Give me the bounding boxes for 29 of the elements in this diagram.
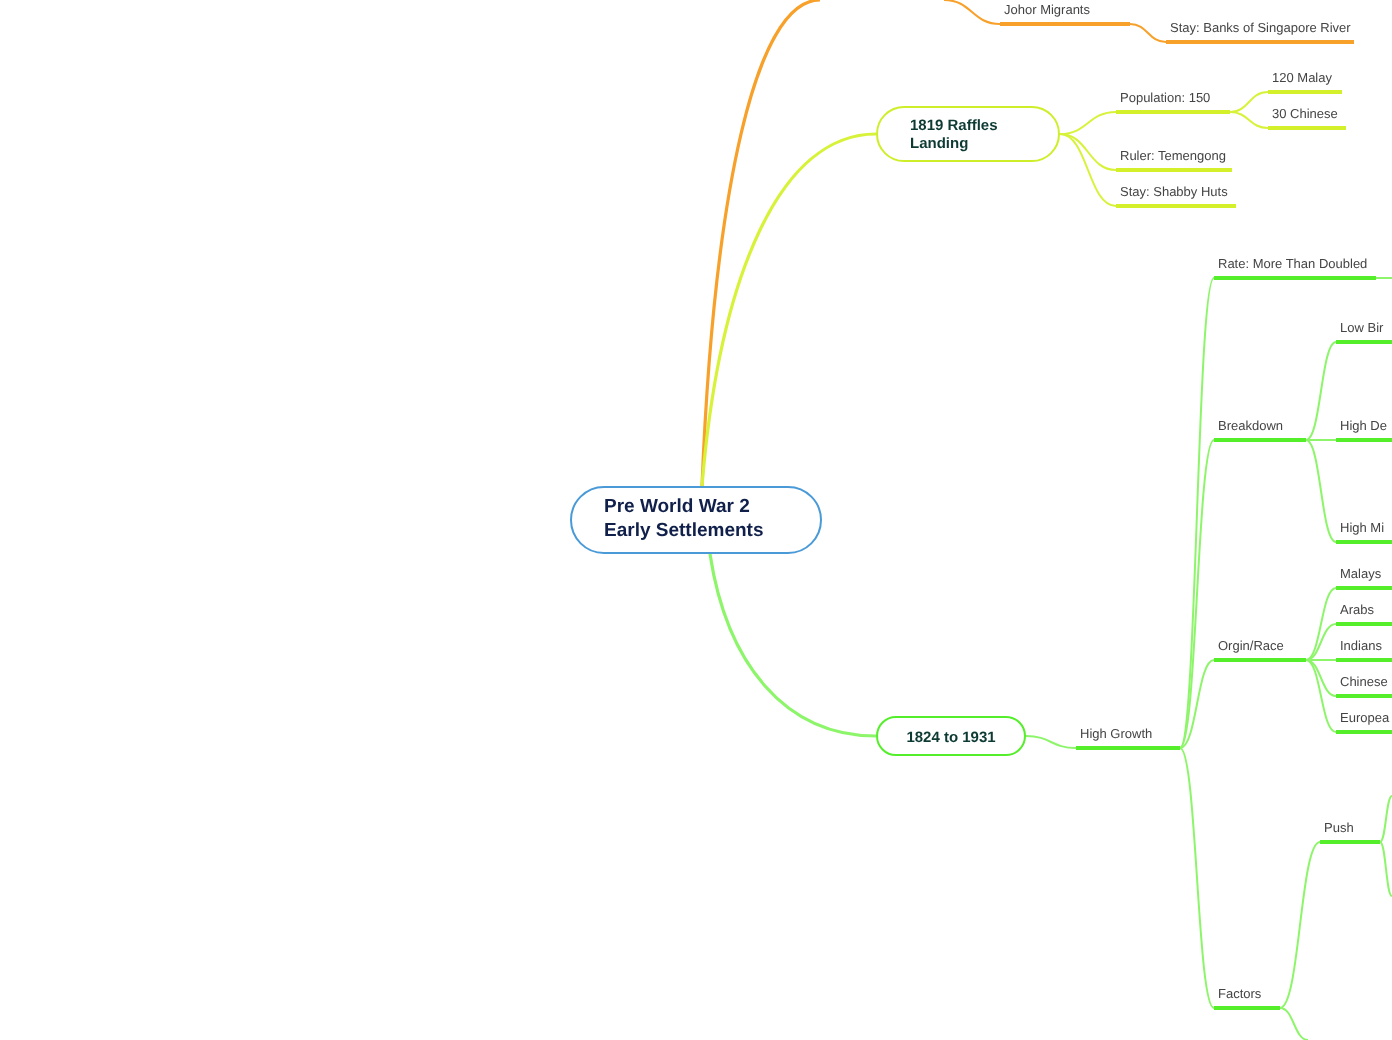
branch-line xyxy=(700,0,821,487)
branch-line xyxy=(700,132,877,487)
branch-line xyxy=(1179,277,1215,749)
branch-line xyxy=(1305,341,1337,441)
branch-line xyxy=(1179,659,1215,749)
branch-line xyxy=(1305,659,1337,733)
branch-line xyxy=(1179,439,1215,749)
branch-line xyxy=(1305,623,1337,661)
branch-line xyxy=(1059,133,1117,171)
branch-line xyxy=(1379,795,1392,843)
branch-line xyxy=(943,0,1001,25)
branch-line xyxy=(1025,735,1077,749)
branch-line xyxy=(1059,111,1117,135)
branch-line xyxy=(1279,841,1321,1009)
branch-line xyxy=(1179,747,1215,1009)
branch-line xyxy=(1059,133,1117,207)
branch-line xyxy=(1305,659,1337,697)
branch-line xyxy=(1379,841,1392,897)
branch-line xyxy=(1375,277,1392,279)
branch-line xyxy=(1279,1007,1309,1040)
branch-line xyxy=(1129,23,1167,43)
branch-line xyxy=(1229,111,1269,129)
central-topic: Pre World War 2 Early Settlements xyxy=(570,486,822,554)
branch-line xyxy=(1305,587,1337,661)
branch-line xyxy=(1305,439,1337,543)
branch-line xyxy=(708,553,877,738)
branch-line xyxy=(1305,439,1337,441)
branch-line xyxy=(1305,659,1337,661)
branch-line xyxy=(1229,91,1269,113)
